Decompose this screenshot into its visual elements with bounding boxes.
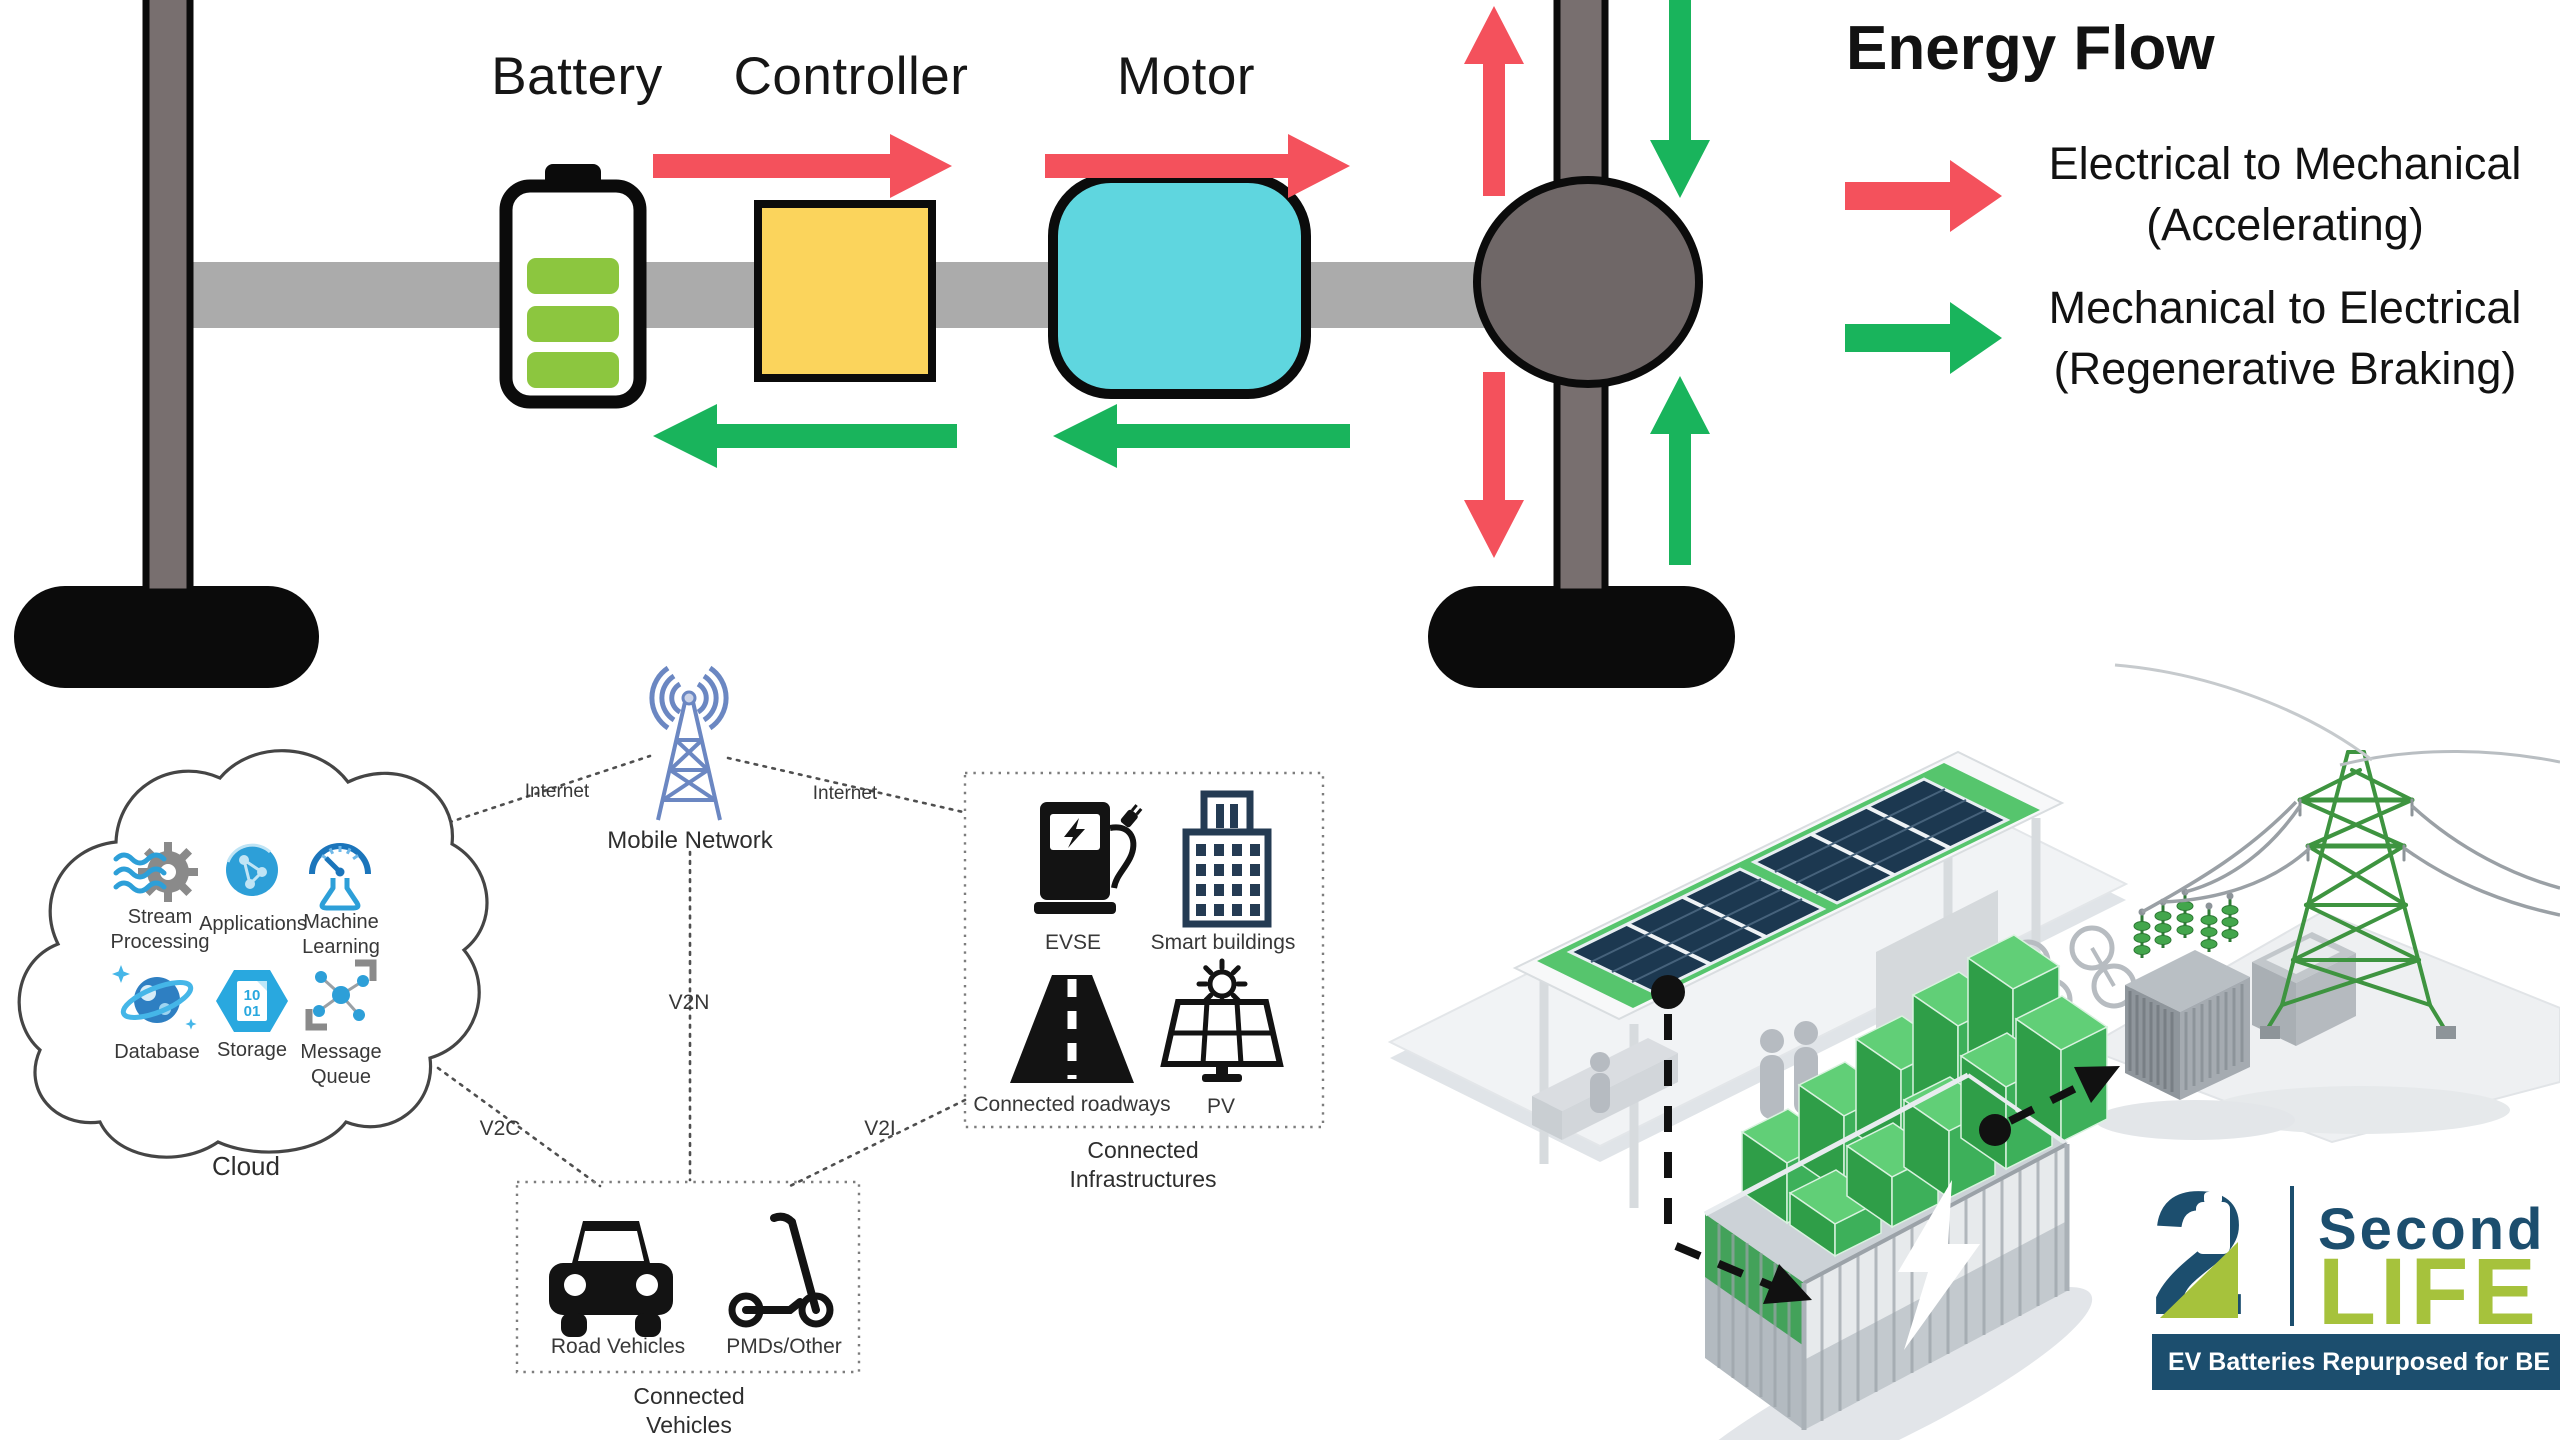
applications-icon: [226, 843, 278, 896]
building-icon: [1182, 790, 1272, 928]
road-vehicles-label: Road Vehicles: [550, 1335, 686, 1358]
internet-label-right: Internet: [812, 783, 878, 804]
legend-title: Energy Flow: [1846, 14, 2215, 83]
internet-label-left: Internet: [524, 781, 590, 802]
transformer: [2125, 888, 2356, 1100]
controller-label: Controller: [733, 47, 969, 106]
link-v2c: [436, 1066, 602, 1188]
legend-line-2: (Accelerating): [2146, 198, 2424, 250]
storage-icon: 10 01: [216, 970, 288, 1032]
node-dot-canopy: [1651, 975, 1685, 1009]
green-arrow-motor-to-controller: [1053, 404, 1350, 468]
infrastructures-title: Connected Infrastructures: [1069, 1137, 1217, 1192]
logo-banner: EV Batteries Repurposed for BE: [2152, 1334, 2560, 1390]
scooter-icon: [728, 1212, 834, 1328]
mobile-network-label: Mobile Network: [607, 827, 773, 854]
v2n-label: V2N: [668, 991, 710, 1014]
flow-arrowhead-to-transformer: [2074, 1066, 2120, 1103]
database-label: Database: [114, 1041, 200, 1063]
motor-box: [1048, 173, 1311, 399]
database-icon: [112, 965, 197, 1030]
message-queue-label: Message Queue: [300, 1041, 382, 1088]
logo-divider: [2290, 1186, 2294, 1326]
right-tire: [1428, 586, 1735, 688]
flow-arrowhead-to-container: [1763, 1264, 1812, 1304]
brand-life: LIFE: [2318, 1239, 2540, 1345]
power-lines: [2114, 663, 2560, 917]
machine-learning-icon: [309, 843, 371, 911]
mobile-network-tower-icon: [649, 665, 729, 821]
v2x-connection-lines: [430, 754, 967, 1188]
controller-box: [754, 200, 936, 382]
legend-green-arrow-icon: [1845, 302, 2002, 374]
vehicles-title: Connected Vehicles: [633, 1383, 745, 1438]
legend-line-2: (Regenerative Braking): [2053, 342, 2517, 394]
smart-buildings-label: Smart buildings: [1150, 931, 1296, 954]
battery-icon: [499, 164, 647, 409]
highway-icon: [1010, 975, 1134, 1083]
storage-label: Storage: [216, 1039, 288, 1061]
legend-item-accelerating: Electrical to Mechanical (Accelerating): [2049, 134, 2522, 256]
pv-label: PV: [1206, 1095, 1236, 1118]
node-dot-container: [1979, 1114, 2011, 1146]
vehicles-box: [515, 1180, 861, 1374]
link-v2i: [788, 1098, 967, 1188]
legend-item-regenerative: Mechanical to Electrical (Regenerative B…: [2049, 278, 2522, 400]
storage-bits-2: 01: [244, 1003, 261, 1020]
logo-green-triangle: [2160, 1242, 2238, 1318]
car-icon: [549, 1221, 673, 1337]
v2c-label: V2C: [479, 1117, 521, 1140]
red-arrow-down-wheel: [1464, 372, 1524, 558]
ev-powertrain-diagram: [14, 0, 2002, 688]
solar-canopy-roof: [1512, 750, 2065, 1021]
green-arrow-controller-to-battery: [653, 404, 957, 468]
storage-bits-1: 10: [244, 987, 261, 1004]
legend-red-arrow-icon: [1845, 160, 2002, 232]
banner-text: EV Batteries Repurposed for BE: [2168, 1348, 2551, 1376]
illustration-flow-connectors: [1651, 975, 2120, 1304]
link-network-to-infra: [726, 756, 965, 814]
left-tire: [14, 586, 319, 688]
logo-battery-terminal: [2204, 1192, 2222, 1204]
message-queue-icon: [305, 959, 377, 1031]
cloud-label: Cloud: [212, 1151, 280, 1181]
stream-processing-icon: [113, 842, 198, 902]
solar-panel-icon: [1160, 958, 1284, 1082]
pmds-other-label: PMDs/Other: [726, 1335, 842, 1358]
green-arrow-up-wheel: [1650, 376, 1710, 565]
battery-container: [1703, 934, 2109, 1430]
red-arrow-controller-to-motor: [1045, 134, 1350, 198]
motor-label: Motor: [1117, 47, 1255, 106]
transformer-shadow: [2095, 1100, 2295, 1140]
cloud-outline: [17, 749, 489, 1159]
connected-roadways-label: Connected roadways: [973, 1093, 1171, 1116]
machine-learning-label: Machine Learning: [302, 911, 380, 958]
lightning-bolt: [1898, 1180, 1980, 1350]
link-cloud-to-network: [430, 754, 652, 830]
legend-line-1: Mechanical to Electrical: [2048, 282, 2522, 333]
v2x-diagram: 10 01: [17, 665, 1325, 1374]
container-shadow: [1667, 1286, 2093, 1440]
legend-line-1: Electrical to Mechanical: [2048, 138, 2522, 189]
acceleration-arrows: [653, 6, 1524, 558]
leg-arrow-icons: [1845, 160, 2002, 374]
green-arrow-down-wheel: [1650, 0, 1710, 198]
evse-label: EVSE: [1044, 931, 1102, 954]
red-arrow-up-wheel: [1464, 6, 1524, 196]
differential-circle: [1473, 176, 1703, 388]
infrastructures-box: [963, 771, 1325, 1129]
second-life-logo-marks: [2160, 1192, 2238, 1318]
red-arrow-battery-to-controller: [653, 134, 952, 198]
logo-battery-cutout: [2196, 1202, 2230, 1254]
brand-second: Second: [2318, 1197, 2546, 1262]
second-life-illustration: [1387, 663, 2560, 1440]
applications-label: Applications: [199, 913, 307, 935]
left-wheel-bar: [142, 0, 194, 596]
battery-label: Battery: [491, 47, 663, 106]
stream-processing-label: Stream Processing: [110, 906, 210, 953]
ev-charger-icon: [1034, 802, 1143, 914]
v2i-label: V2I: [864, 1117, 896, 1140]
regen-arrows: [653, 0, 1710, 565]
